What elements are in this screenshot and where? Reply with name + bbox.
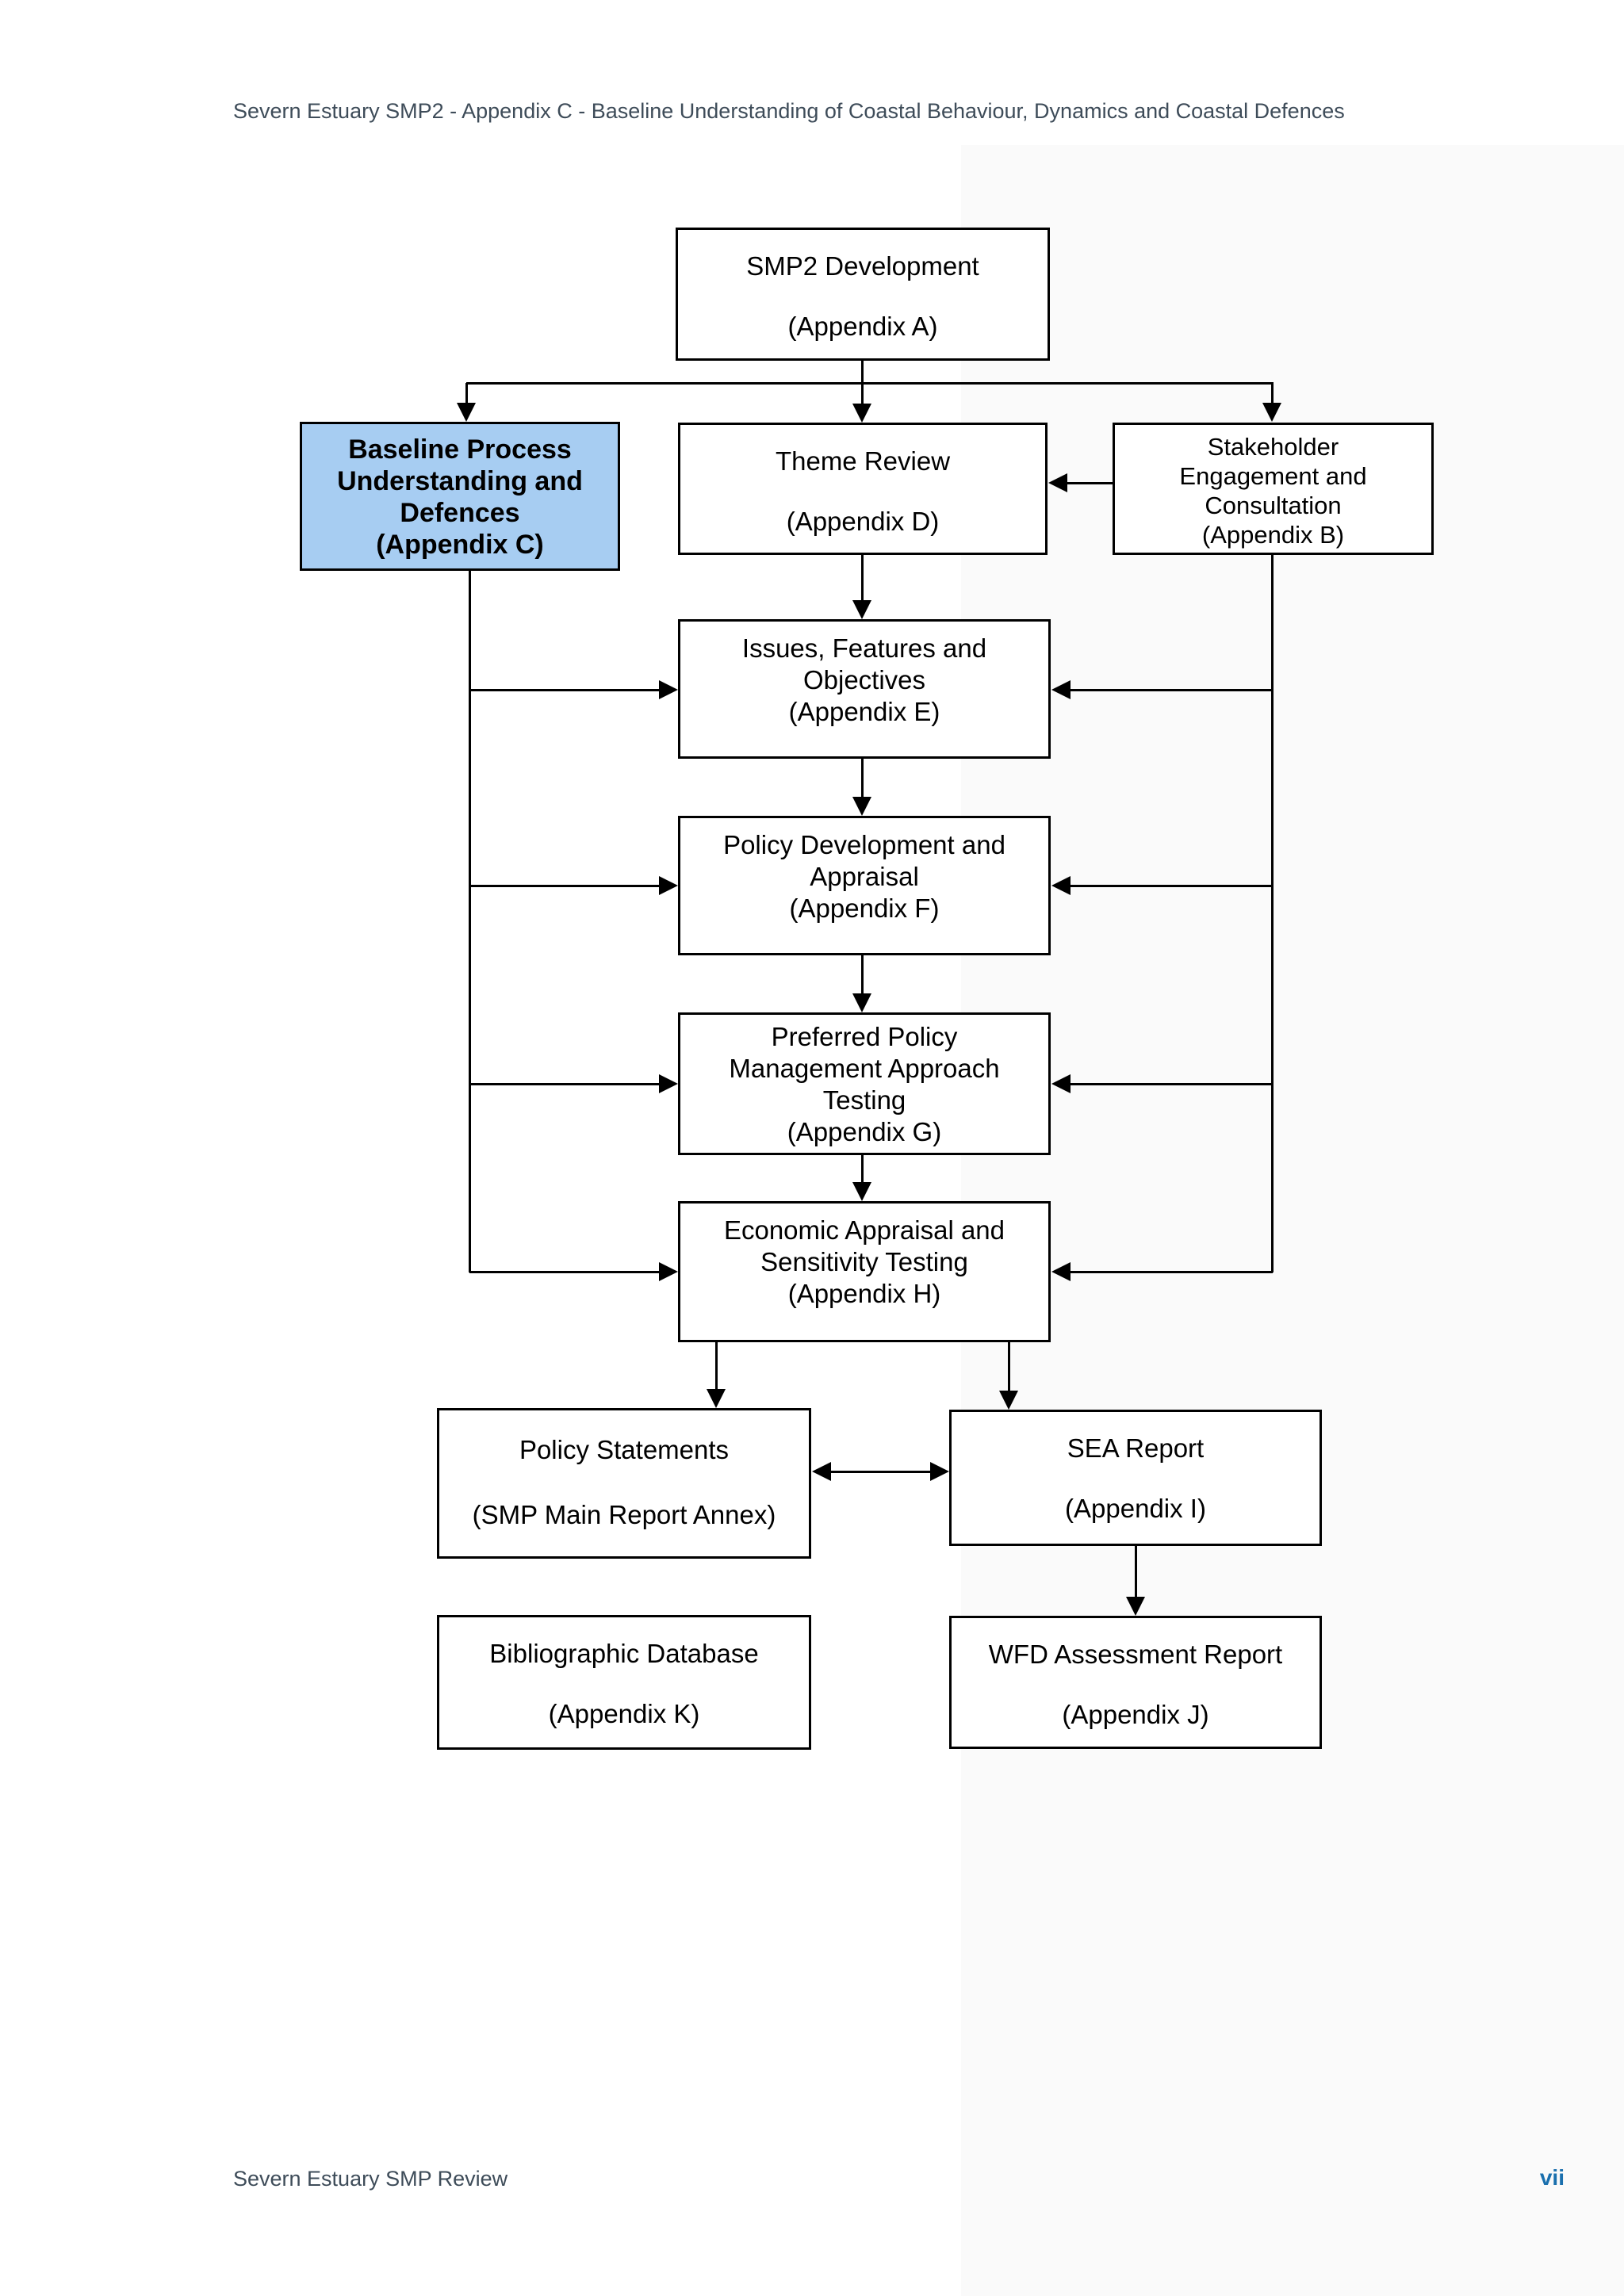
node-line: Consultation [1205, 492, 1342, 519]
connector-distribution-line [466, 382, 1274, 385]
node-line: (Appendix C) [376, 530, 544, 560]
arrowhead-into-issues-top [852, 600, 871, 619]
node-line: (Appendix H) [787, 1279, 941, 1308]
arrowhead-into-sea-top [999, 1391, 1018, 1410]
connector-theme-to-issues [861, 555, 864, 600]
connector-stakeholder-to-theme [1067, 482, 1113, 484]
flowchart-node-bibliographic-database: Bibliographic Database (Appendix K) [437, 1615, 811, 1750]
flowchart-node-policy-statements: Policy Statements (SMP Main Report Annex… [437, 1408, 811, 1559]
arrowhead-into-wfd [1126, 1597, 1145, 1616]
flowchart-node-baseline-process-highlighted: Baseline Process Understanding and Defen… [300, 422, 620, 571]
connector-economic-to-policy-statements [715, 1342, 718, 1389]
arrowhead-right-into-policy [1051, 876, 1071, 895]
flowchart-node-stakeholder-engagement: Stakeholder Engagement and Consultation … [1113, 423, 1434, 555]
node-line: Engagement and [1179, 462, 1367, 490]
arrowhead-into-sea-side [930, 1462, 949, 1481]
node-line: Issues, Features and [741, 633, 987, 663]
arrowhead-into-theme-side [1048, 473, 1067, 492]
node-line: (Appendix I) [1065, 1494, 1206, 1523]
node-line: Economic Appraisal and [723, 1215, 1005, 1245]
node-line: (SMP Main Report Annex) [472, 1500, 776, 1529]
connector-economic-to-sea [1008, 1342, 1010, 1391]
connector-policy-statements-sea [831, 1471, 930, 1473]
arrowhead-into-policy-statements-side [812, 1462, 831, 1481]
arrowhead-into-preferred-top [852, 993, 871, 1012]
arrowhead-left-into-issues [659, 680, 678, 699]
arrowhead-into-theme-review [852, 404, 871, 423]
node-line: (Appendix A) [787, 312, 938, 341]
node-line: Policy Development and [723, 830, 1005, 859]
page-number: vii [1539, 2165, 1565, 2190]
node-line: (Appendix F) [789, 894, 940, 923]
node-line: (Appendix D) [786, 507, 940, 536]
node-line: SMP2 Development [746, 251, 979, 281]
node-line: Baseline Process [348, 434, 572, 465]
arrowhead-right-into-issues [1051, 680, 1071, 699]
connector-right-branch-policy [1071, 885, 1273, 887]
connector-left-branch-policy [469, 885, 659, 887]
arrowhead-into-policy-statements [707, 1389, 726, 1408]
node-line: Preferred Policy [771, 1022, 958, 1051]
flowchart-node-theme-review: Theme Review (Appendix D) [678, 423, 1048, 555]
arrowhead-right-into-economic [1051, 1262, 1071, 1281]
node-line: Objectives [802, 665, 926, 695]
node-line: Defences [400, 498, 520, 528]
arrowhead-left-into-preferred [659, 1074, 678, 1093]
arrowhead-into-stakeholder [1262, 403, 1281, 422]
flowchart-node-sea-report: SEA Report (Appendix I) [949, 1410, 1322, 1546]
arrowhead-into-baseline [457, 403, 476, 422]
node-line: Appraisal [810, 862, 919, 891]
node-line: (Appendix B) [1201, 521, 1345, 549]
node-line: (Appendix J) [1062, 1700, 1209, 1729]
node-line: WFD Assessment Report [988, 1640, 1283, 1669]
node-line: (Appendix E) [788, 697, 940, 726]
connector-drop-to-stakeholder [1271, 383, 1274, 404]
node-line: Theme Review [775, 446, 951, 476]
arrowhead-right-into-preferred [1051, 1074, 1071, 1093]
flowchart-node-policy-development-appraisal: Policy Development and Appraisal (Append… [678, 816, 1051, 955]
node-line: SEA Report [1067, 1433, 1205, 1463]
connector-sea-to-wfd [1135, 1546, 1137, 1597]
connector-right-branch-preferred [1071, 1083, 1273, 1085]
page-header: Severn Estuary SMP2 - Appendix C - Basel… [233, 99, 1345, 123]
flowchart-node-economic-appraisal: Economic Appraisal and Sensitivity Testi… [678, 1201, 1051, 1342]
connector-left-branch-issues [469, 689, 659, 691]
flowchart-node-wfd-assessment-report: WFD Assessment Report (Appendix J) [949, 1616, 1322, 1749]
connector-drop-to-baseline [465, 383, 468, 404]
flowchart-node-issues-features-objectives: Issues, Features and Objectives (Appendi… [678, 619, 1051, 759]
connector-right-rail [1271, 555, 1274, 1272]
connector-left-branch-economic [469, 1271, 659, 1273]
node-line: Sensitivity Testing [760, 1247, 968, 1276]
connector-right-branch-issues [1071, 689, 1273, 691]
node-line: Policy Statements [519, 1435, 730, 1464]
page-footer-left: Severn Estuary SMP Review [233, 2167, 508, 2191]
connector-preferred-to-economic [861, 1155, 864, 1182]
arrowhead-left-into-economic [659, 1262, 678, 1281]
connector-issues-to-policy [861, 759, 864, 797]
connector-policy-to-preferred [861, 955, 864, 993]
flowchart-node-smp2-development: SMP2 Development (Appendix A) [676, 228, 1050, 361]
node-line: Management Approach [729, 1054, 1000, 1083]
arrowhead-into-policy-top [852, 797, 871, 816]
flowchart-node-preferred-policy-testing: Preferred Policy Management Approach Tes… [678, 1012, 1051, 1155]
arrowhead-left-into-policy [659, 876, 678, 895]
connector-left-rail [469, 571, 471, 1272]
node-line: (Appendix K) [548, 1699, 700, 1728]
connector-left-branch-preferred [469, 1083, 659, 1085]
node-line: Stakeholder [1207, 433, 1339, 461]
connector-right-branch-economic [1071, 1271, 1273, 1273]
arrowhead-into-economic-top [852, 1182, 871, 1201]
node-line: (Appendix G) [787, 1117, 942, 1146]
node-line: Bibliographic Database [489, 1639, 759, 1668]
node-line: Understanding and [337, 466, 583, 496]
node-line: Testing [822, 1085, 906, 1115]
